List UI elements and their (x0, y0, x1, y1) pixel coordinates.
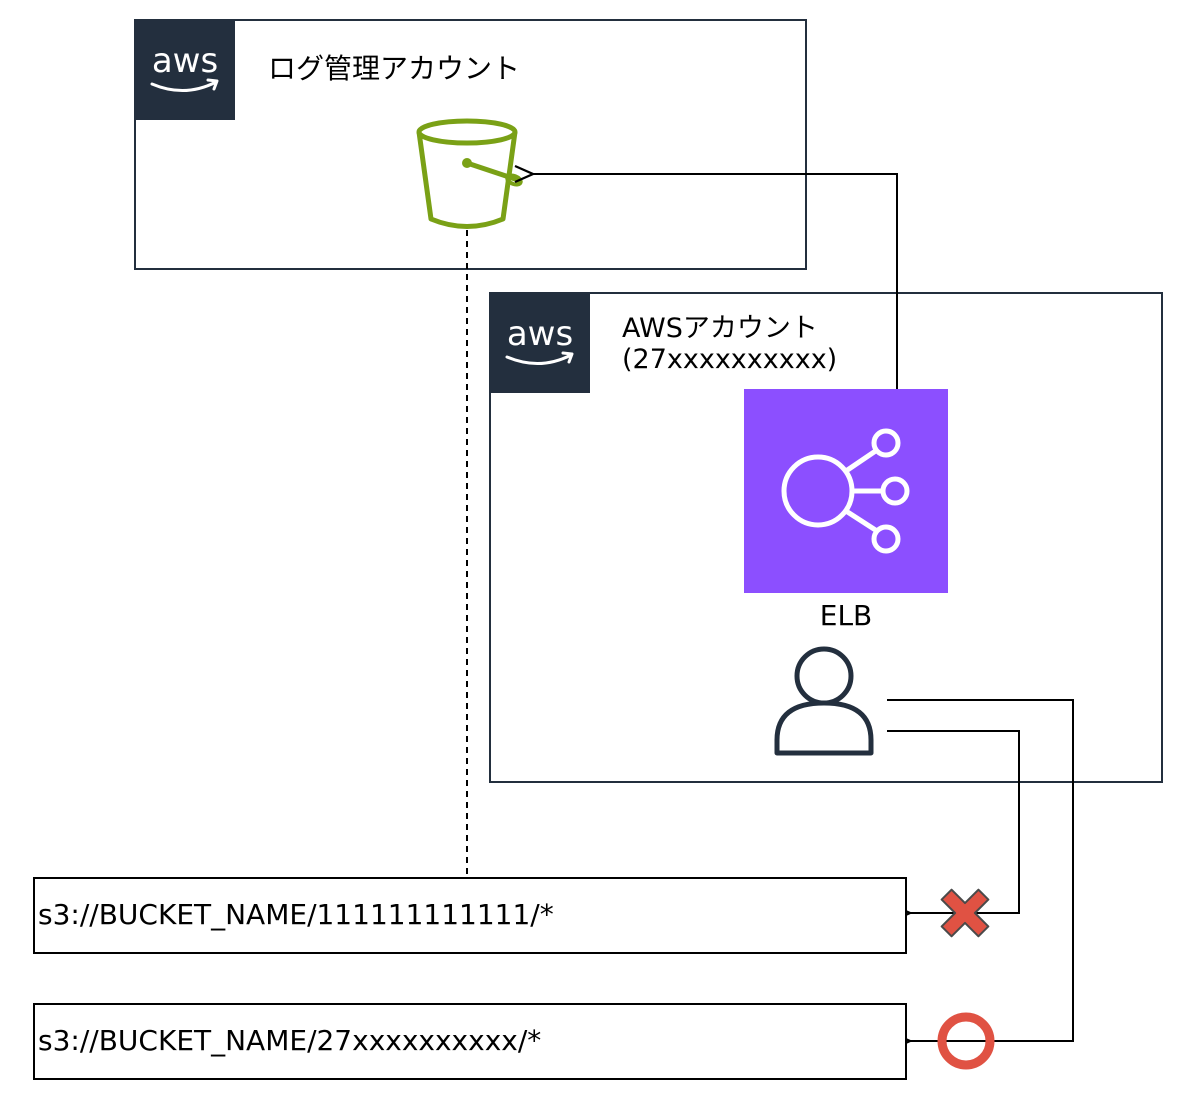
aws-badge-background (490, 293, 590, 393)
elb-background (744, 389, 948, 593)
log-account-border (134, 19, 807, 270)
aws-account-title: AWSアカウント (622, 313, 818, 344)
aws-smile-icon (150, 80, 218, 93)
aws-smile-arrow-icon (561, 351, 574, 364)
path-box-border (33, 1003, 907, 1080)
aws-badge-background (135, 20, 235, 120)
aws-account-border (489, 292, 1163, 783)
allowed-circle-icon (937, 1012, 995, 1070)
aws-account-id: (27xxxxxxxxxx) (622, 344, 837, 375)
path-box-border (33, 877, 907, 954)
path-text: s3://BUCKET_NAME/27xxxxxxxxxx/* (38, 1024, 541, 1057)
denied-cross-icon (940, 888, 990, 938)
elb-label: ELB (820, 599, 873, 632)
user-icon (774, 646, 874, 756)
s3-path-box-allowed: s3://BUCKET_NAME/27xxxxxxxxxx/* (33, 1003, 907, 1080)
log-management-account-group: aws ログ管理アカウント (134, 19, 807, 270)
aws-logo-badge: aws (135, 20, 235, 120)
aws-logo-badge: aws (490, 293, 590, 393)
user-to-allowed-path-arrow (887, 699, 1074, 1041)
elb-to-s3-arrow (533, 174, 898, 389)
s3-bucket-icon (416, 118, 523, 229)
s3-path-box-denied: s3://BUCKET_NAME/111111111111/* (33, 877, 907, 954)
path-text: s3://BUCKET_NAME/111111111111/* (38, 898, 554, 931)
s3-path-list: s3://BUCKET_NAME/111111111111/* s3://BUC… (33, 877, 907, 1080)
aws-account-group: aws AWSアカウント (27xxxxxxxxxx) ELB (489, 292, 1163, 783)
aws-logo-text: aws (507, 314, 573, 354)
aws-smile-arrow-icon (206, 78, 219, 91)
log-account-title: ログ管理アカウント (268, 52, 520, 85)
elb-icon (744, 389, 948, 593)
aws-smile-icon (505, 353, 573, 366)
aws-logo-text: aws (152, 41, 218, 81)
